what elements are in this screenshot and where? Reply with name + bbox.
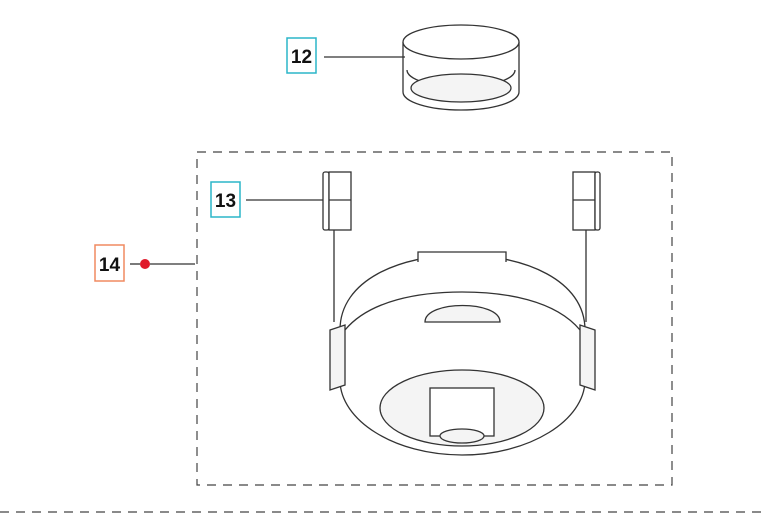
- line-clip-left[interactable]: [322, 171, 352, 322]
- callout-13[interactable]: 13: [210, 181, 241, 218]
- cap-part[interactable]: [402, 24, 520, 111]
- callout-13-label: 13: [215, 191, 236, 212]
- line-clip-right[interactable]: [572, 171, 601, 322]
- callout-14[interactable]: 14: [94, 244, 125, 282]
- trimmer-head-housing[interactable]: [329, 251, 596, 456]
- callout-14-label: 14: [99, 255, 121, 276]
- marker-dot: [140, 259, 150, 269]
- callout-12-label: 12: [291, 47, 312, 68]
- callout-12[interactable]: 12: [286, 37, 317, 74]
- assembly-group-box: [196, 151, 673, 486]
